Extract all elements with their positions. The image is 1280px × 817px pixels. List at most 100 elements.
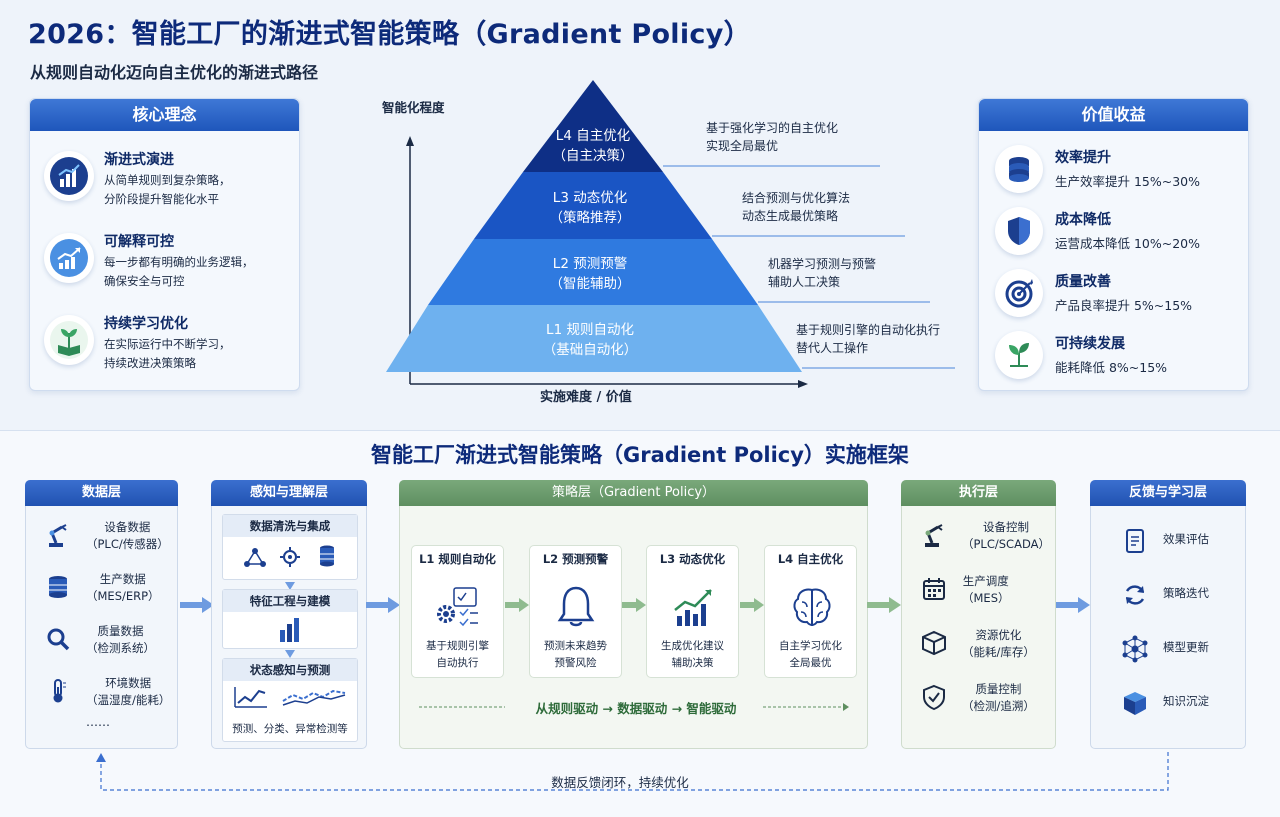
pyramid-note-l4: 基于强化学习的自主优化实现全局最优 <box>706 121 839 153</box>
step-title: L4 自主优化 <box>777 552 844 566</box>
coin-stack-icon <box>995 145 1043 193</box>
execution-layer-item: 生产调度（MES） <box>920 573 1070 613</box>
framework-title: 智能工厂渐进式智能策略（Gradient Policy）实施框架 <box>371 443 909 467</box>
execution-layer-item: 设备控制（PLC/SCADA） <box>920 519 1070 559</box>
concept-desc: 每一步都有明确的业务逻辑，确保安全与可控 <box>104 255 254 288</box>
concept-title: 渐进式演进 <box>104 152 174 168</box>
feedback-layer-item: 模型更新 <box>1121 633 1271 673</box>
page-subtitle: 从规则自动化迈向自主优化的渐进式路径 <box>30 63 319 82</box>
data-layer-item-label: 环境数据（温湿度/能耗） <box>86 676 171 707</box>
pyramid-diagram <box>386 80 955 388</box>
leaf-icon <box>995 331 1043 379</box>
down-arrow <box>285 650 295 658</box>
benefit-item: 成本降低 运营成本降低 10%~20% <box>995 207 1245 263</box>
thermometer-icon <box>44 677 72 705</box>
feedback-layer-item-label: 效果评估 <box>1163 532 1209 546</box>
benefit-desc: 产品良率提升 5%~15% <box>1055 298 1193 313</box>
execution-layer-item: 资源优化（能耗/库存） <box>920 627 1070 667</box>
pyramid-label-l4: L4 自主优化（自主决策） <box>552 128 634 164</box>
shield-check-icon <box>920 683 948 711</box>
feedback-layer-item: 策略迭代 <box>1121 579 1271 619</box>
pyramid-note-l3: 结合预测与优化算法动态生成最优策略 <box>742 191 851 223</box>
data-cleaning-title: 数据清洗与集成 <box>223 515 357 537</box>
perception-layer-column: 感知与理解层 数据清洗与集成 特征工程与建模 状态感知与预测 预测、分类、异常检… <box>211 480 367 749</box>
pyramid-level-l2 <box>428 239 758 305</box>
concept-desc: 在实际运行中不断学习，持续改进决策策略 <box>104 337 231 370</box>
feature-engineering-title: 特征工程与建模 <box>223 590 357 612</box>
step-title: L2 预测预警 <box>542 552 609 566</box>
bell-icon <box>557 586 595 627</box>
strategy-step-l3: L3 动态优化 生成优化建议辅助决策 <box>646 545 739 678</box>
benefits-card: 价值收益 效率提升 生产效率提升 15%~30% 成本降低 运营成本降低 10%… <box>978 98 1249 391</box>
concept-item: 持续学习优化 在实际运行中不断学习，持续改进决策策略 <box>44 313 294 383</box>
state-prediction-caption: 预测、分类、异常检测等 <box>232 723 348 735</box>
data-layer-item-label: 设备数据（PLC/传感器） <box>86 520 169 551</box>
robot-arm-icon <box>920 521 948 549</box>
benefit-desc: 能耗降低 8%~15% <box>1055 360 1168 375</box>
flow-arrow <box>180 597 214 613</box>
step-arrow <box>622 598 646 612</box>
benefit-item: 质量改善 产品良率提升 5%~15% <box>995 269 1245 325</box>
benefit-desc: 运营成本降低 10%~20% <box>1055 236 1201 251</box>
robot-arm-icon <box>44 521 72 549</box>
benefit-desc: 生产效率提升 15%~30% <box>1055 174 1201 189</box>
feedback-layer-item: 知识沉淀 <box>1121 687 1271 727</box>
drive-caption: 从规则驱动 → 数据驱动 → 智能驱动 <box>535 701 737 716</box>
data-layer-item-label: 生产数据（MES/ERP） <box>86 572 160 603</box>
execution-layer-item-label: 资源优化（能耗/库存） <box>962 628 1035 659</box>
step-desc: 预测未来趋势预警风险 <box>544 640 607 669</box>
step-desc: 生成优化建议辅助决策 <box>661 640 724 669</box>
brain-icon <box>793 588 831 627</box>
target-icon <box>995 269 1043 317</box>
benefit-title: 质量改善 <box>1055 274 1111 290</box>
pyramid-level-l4 <box>523 80 663 172</box>
pyramid-note-l1: 基于规则引擎的自动化执行替代人工操作 <box>796 323 941 355</box>
drive-line <box>419 703 849 711</box>
trend-chart-icon <box>44 233 94 283</box>
feedback-layer-title: 反馈与学习层 <box>1090 480 1246 506</box>
pyramid-note-l2: 机器学习预测与预警辅助人工决策 <box>768 257 877 289</box>
benefit-title: 可持续发展 <box>1055 336 1125 352</box>
pyramid-label-l2: L2 预测预警（智能辅助） <box>549 256 631 292</box>
pyramid-label-l3: L3 动态优化（策略推荐） <box>549 190 631 226</box>
bar-chart-icon <box>280 618 299 642</box>
line-chart-icon <box>234 687 346 708</box>
growth-chart-icon <box>674 589 712 626</box>
data-layer-more: …… <box>86 715 110 729</box>
data-layer-item: 生产数据（MES/ERP） <box>44 571 194 611</box>
network-icon <box>1121 635 1149 663</box>
pyramid-label-l1: L1 规则自动化（基础自动化） <box>542 322 638 358</box>
data-layer-title: 数据层 <box>25 480 178 506</box>
integration-icons <box>244 545 334 567</box>
feature-engineering-box: 特征工程与建模 <box>222 589 358 649</box>
gear-checklist-icon <box>437 587 478 627</box>
execution-layer-title: 执行层 <box>901 480 1056 506</box>
benefit-item: 效率提升 生产效率提升 15%~30% <box>995 145 1245 201</box>
state-prediction-box: 状态感知与预测 预测、分类、异常检测等 <box>222 658 358 742</box>
database-icon <box>44 573 72 601</box>
step-arrow <box>740 598 764 612</box>
execution-layer-item-label: 生产调度（MES） <box>962 574 1010 605</box>
concept-desc: 从简单规则到复杂策略，分阶段提升智能化水平 <box>104 173 231 206</box>
benefit-title: 成本降低 <box>1055 212 1111 228</box>
step-title: L1 规则自动化 <box>419 552 496 566</box>
concept-title: 持续学习优化 <box>104 316 188 332</box>
x-axis-label: 实施难度 / 价值 <box>540 390 632 405</box>
refresh-icon <box>1121 581 1149 609</box>
data-layer-column: 数据层 设备数据（PLC/传感器） 生产数据（MES/ERP） 质量数据（检测系… <box>25 480 178 749</box>
flow-arrow <box>867 597 901 613</box>
feedback-layer-column: 反馈与学习层 效果评估 策略迭代 模型更新 知识沉淀 <box>1090 480 1246 749</box>
feedback-layer-item-label: 模型更新 <box>1163 640 1209 654</box>
report-icon <box>1121 527 1149 555</box>
feedback-loop-line <box>96 752 1169 791</box>
execution-layer-column: 执行层 设备控制（PLC/SCADA） 生产调度（MES） 资源优化（能耗/库存… <box>901 480 1056 749</box>
strategy-step-l4: L4 自主优化 自主学习优化全局最优 <box>764 545 857 678</box>
sprout-book-icon <box>44 315 94 365</box>
execution-layer-item: 质量控制（检测/追溯） <box>920 681 1070 721</box>
step-title: L3 动态优化 <box>659 552 726 566</box>
concept-title: 可解释可控 <box>104 234 174 250</box>
step-desc: 基于规则引擎自动执行 <box>426 640 489 669</box>
magnifier-icon <box>44 625 72 653</box>
concept-item: 渐进式演进 从简单规则到复杂策略，分阶段提升智能化水平 <box>44 149 294 219</box>
cube-icon <box>1121 689 1149 717</box>
